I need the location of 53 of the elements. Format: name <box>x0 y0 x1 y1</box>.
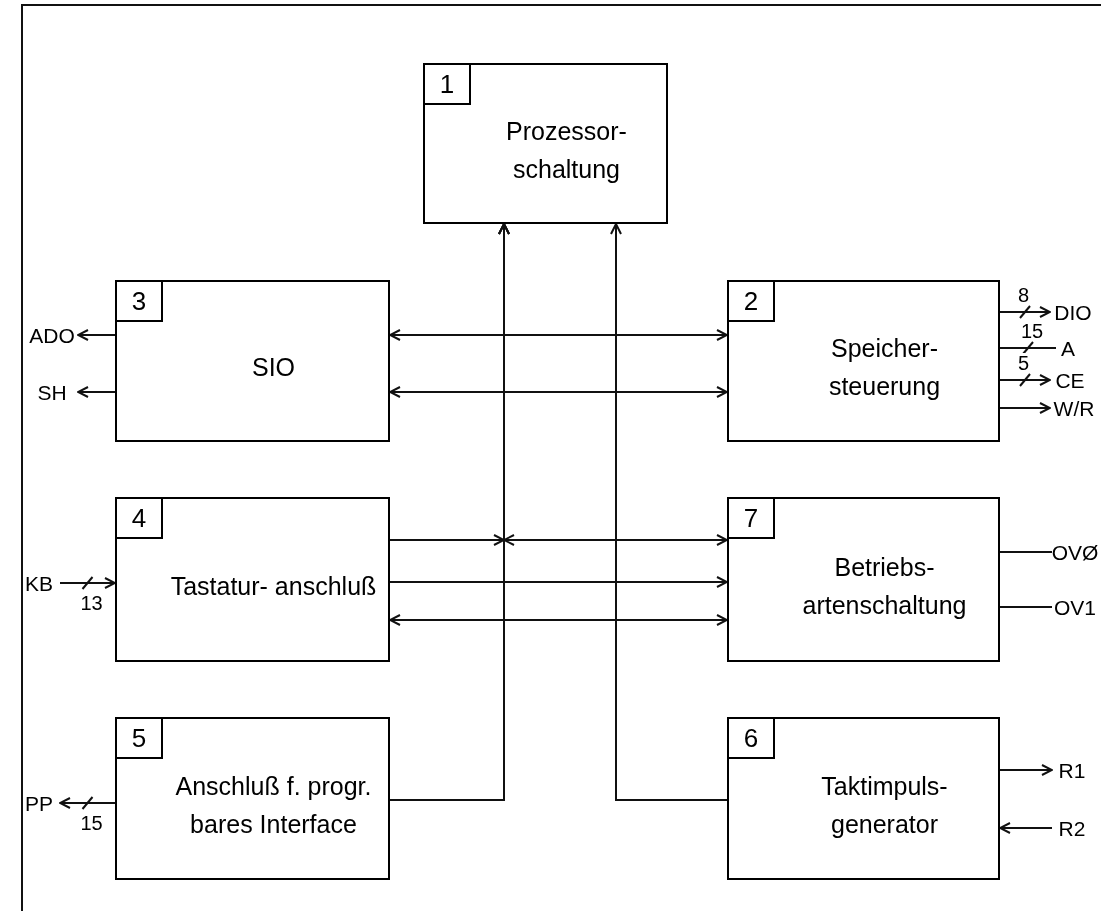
signal-label: R2 <box>1052 814 1092 842</box>
block-number: 2 <box>729 282 775 322</box>
connector-arrow <box>77 329 116 341</box>
signal-label: KB <box>18 569 60 597</box>
block-title: Taktimpuls- generator <box>820 770 949 840</box>
block-title: Prozessor- schaltung <box>505 115 628 185</box>
block-box <box>115 280 390 442</box>
block-box <box>115 717 390 880</box>
connector-arrow <box>389 614 728 626</box>
signal-label: W/R <box>1050 394 1098 422</box>
block-title: Speicher- steuerung <box>827 333 942 402</box>
signal-label: DIO <box>1050 298 1096 326</box>
signal-label: SH <box>26 378 78 406</box>
signal-label: ADO <box>26 321 78 349</box>
signal-label: PP <box>18 789 60 817</box>
block-number: 5 <box>117 719 163 759</box>
block-box <box>115 497 390 662</box>
block-number: 3 <box>117 282 163 322</box>
signal-label: OVØ <box>1052 538 1098 566</box>
connector-arrow <box>77 386 116 398</box>
connector-arrow <box>389 386 728 398</box>
connector-arrow <box>999 374 1051 386</box>
edge-label: 15 <box>1020 321 1045 341</box>
edge-label: 15 <box>79 813 104 833</box>
connector-arrow <box>999 764 1053 776</box>
block-title: Anschluß f. progr. bares Interface <box>174 770 373 840</box>
connector-arrow <box>498 223 728 546</box>
block-box <box>727 497 1000 662</box>
connector-arrow <box>999 306 1051 318</box>
block-box <box>423 63 668 224</box>
block-number: 7 <box>729 499 775 539</box>
signal-label: CE <box>1050 366 1090 394</box>
block-number: 6 <box>729 719 775 759</box>
block-title: Betriebs- artenschaltung <box>801 551 968 621</box>
connector-arrow <box>389 329 728 341</box>
block-title: Tastatur- anschluß <box>169 570 378 602</box>
edge-label: 5 <box>1017 353 1031 373</box>
connector-arrow <box>389 576 728 588</box>
connector-arrow <box>999 402 1051 414</box>
signal-label: R1 <box>1052 756 1092 784</box>
edge-label: 8 <box>1017 285 1031 305</box>
signal-label: OV1 <box>1052 593 1098 621</box>
edge-label: 13 <box>79 593 104 613</box>
connector-arrow <box>59 797 116 809</box>
block-number: 4 <box>117 499 163 539</box>
signal-label: A <box>1056 334 1080 362</box>
block-box <box>727 280 1000 442</box>
connector-arrow <box>999 822 1053 834</box>
block-title: SIO <box>250 352 297 383</box>
connector-arrow <box>610 223 728 801</box>
block-box <box>727 717 1000 880</box>
connector-arrow <box>59 577 116 589</box>
block-number: 1 <box>425 65 471 105</box>
